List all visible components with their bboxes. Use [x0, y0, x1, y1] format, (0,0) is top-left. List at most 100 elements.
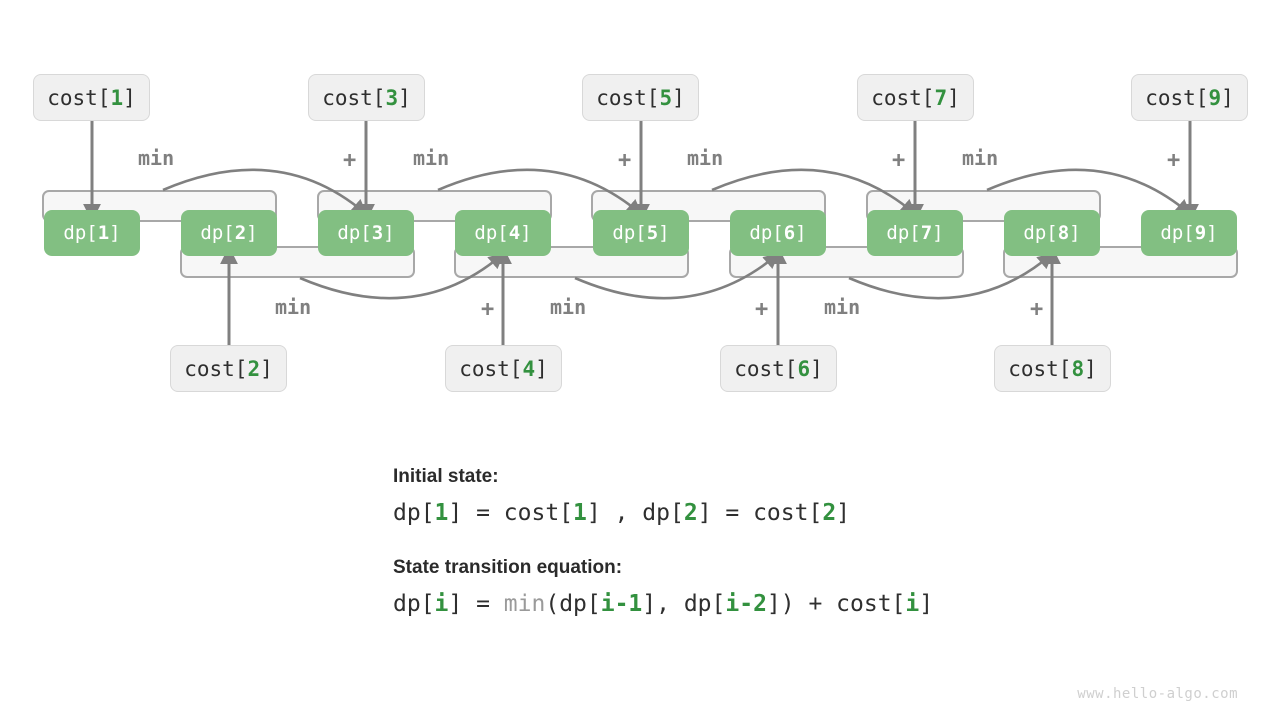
watermark: www.hello-algo.com — [1077, 686, 1238, 702]
op-label-bottom-plus-6: + — [1030, 297, 1044, 322]
transition-formula-part-5: (dp[ — [545, 591, 601, 617]
node-bracket: ] — [520, 222, 532, 244]
op-label-top-plus-6: + — [892, 148, 906, 173]
node-index: 9 — [1194, 222, 1207, 244]
node-index: 6 — [797, 356, 811, 381]
node-bracket: ] — [260, 356, 273, 381]
node-index: 4 — [522, 356, 536, 381]
node-bracket: ] — [535, 356, 548, 381]
dp-node-2: dp[2] — [181, 210, 277, 256]
transition-formula-part-2: i — [434, 591, 449, 617]
transition-formula-part-10: i — [905, 591, 920, 617]
node-index: 4 — [508, 222, 521, 244]
transition-formula-part-9: ]) + cost[ — [766, 591, 906, 617]
node-name: dp[ — [886, 222, 921, 244]
op-label-top-min-3: min — [413, 146, 450, 170]
node-name: cost[ — [459, 356, 523, 381]
cost-node-4: cost[4] — [445, 345, 562, 392]
node-index: 1 — [110, 85, 124, 110]
node-name: dp[ — [474, 222, 509, 244]
node-bracket: ] — [123, 85, 136, 110]
transition-formula-part-6: i-1 — [600, 591, 643, 617]
node-index: 8 — [1057, 222, 1070, 244]
node-index: 2 — [247, 356, 261, 381]
op-label-top-min-7: min — [962, 146, 999, 170]
explanation-block: Initial state: dp[1] = cost[1] , dp[2] =… — [393, 466, 1093, 648]
transition-formula-part-1: dp[ — [393, 591, 435, 617]
cost-node-7: cost[7] — [857, 74, 974, 121]
node-bracket: ] — [658, 222, 670, 244]
node-name: dp[ — [749, 222, 784, 244]
transition-formula-part-7: ], dp[ — [642, 591, 726, 617]
initial-formula-part-5: ] , dp[ — [586, 500, 684, 526]
op-label-bottom-min-3: min — [550, 295, 587, 319]
node-name: cost[ — [1008, 356, 1072, 381]
cost-node-8: cost[8] — [994, 345, 1111, 392]
node-name: cost[ — [47, 85, 111, 110]
node-bracket: ] — [810, 356, 823, 381]
op-label-bottom-min-5: min — [824, 295, 861, 319]
cost-node-5: cost[5] — [582, 74, 699, 121]
cost-node-6: cost[6] — [720, 345, 837, 392]
cost-node-1: cost[1] — [33, 74, 150, 121]
cost-node-2: cost[2] — [170, 345, 287, 392]
node-name: dp[ — [1023, 222, 1058, 244]
transition-formula-part-11: ] — [919, 591, 934, 617]
node-name: dp[ — [63, 222, 98, 244]
dp-node-6: dp[6] — [730, 210, 826, 256]
node-name: dp[ — [337, 222, 372, 244]
node-bracket: ] — [1084, 356, 1097, 381]
initial-formula-part-4: 1 — [573, 500, 587, 526]
node-name: dp[ — [1160, 222, 1195, 244]
op-label-bottom-min-1: min — [275, 295, 312, 319]
initial-formula-part-9: ] — [836, 500, 851, 526]
node-index: 7 — [920, 222, 933, 244]
node-bracket: ] — [947, 85, 960, 110]
node-name: cost[ — [734, 356, 798, 381]
node-index: 1 — [97, 222, 110, 244]
op-label-bottom-plus-2: + — [481, 297, 495, 322]
node-bracket: ] — [1069, 222, 1081, 244]
dp-node-8: dp[8] — [1004, 210, 1100, 256]
node-name: cost[ — [596, 85, 660, 110]
node-name: cost[ — [1145, 85, 1209, 110]
node-bracket: ] — [398, 85, 411, 110]
node-index: 7 — [934, 85, 948, 110]
initial-formula-part-8: 2 — [822, 500, 837, 526]
node-bracket: ] — [672, 85, 685, 110]
initial-formula-part-3: ] = cost[ — [448, 500, 574, 526]
dp-node-7: dp[7] — [867, 210, 963, 256]
node-index: 2 — [234, 222, 247, 244]
transition-formula-part-3: ] = — [448, 591, 504, 617]
node-bracket: ] — [383, 222, 395, 244]
op-label-top-plus-2: + — [343, 148, 357, 173]
node-index: 3 — [371, 222, 384, 244]
initial-formula-part-6: 2 — [683, 500, 698, 526]
op-label-top-plus-4: + — [618, 148, 632, 173]
cost-node-3: cost[3] — [308, 74, 425, 121]
node-index: 5 — [646, 222, 659, 244]
initial-formula-part-7: ] = cost[ — [697, 500, 823, 526]
node-index: 3 — [385, 85, 399, 110]
node-index: 5 — [659, 85, 673, 110]
cost-node-9: cost[9] — [1131, 74, 1248, 121]
op-label-top-min-5: min — [687, 146, 724, 170]
op-label-top-min-1: min — [138, 146, 175, 170]
node-index: 9 — [1208, 85, 1222, 110]
node-bracket: ] — [246, 222, 258, 244]
dp-node-9: dp[9] — [1141, 210, 1237, 256]
transition-formula: dp[i] = min(dp[i-1], dp[i-2]) + cost[i] — [393, 591, 1093, 617]
node-bracket: ] — [795, 222, 807, 244]
initial-state-heading: Initial state: — [393, 466, 499, 487]
op-label-top-plus-8: + — [1167, 148, 1181, 173]
node-index: 6 — [783, 222, 796, 244]
node-bracket: ] — [932, 222, 944, 244]
node-name: cost[ — [871, 85, 935, 110]
node-name: cost[ — [184, 356, 248, 381]
dp-node-3: dp[3] — [318, 210, 414, 256]
transition-heading: State transition equation: — [393, 557, 623, 578]
dp-node-1: dp[1] — [44, 210, 140, 256]
initial-formula-part-2: 1 — [434, 500, 449, 526]
dp-node-4: dp[4] — [455, 210, 551, 256]
